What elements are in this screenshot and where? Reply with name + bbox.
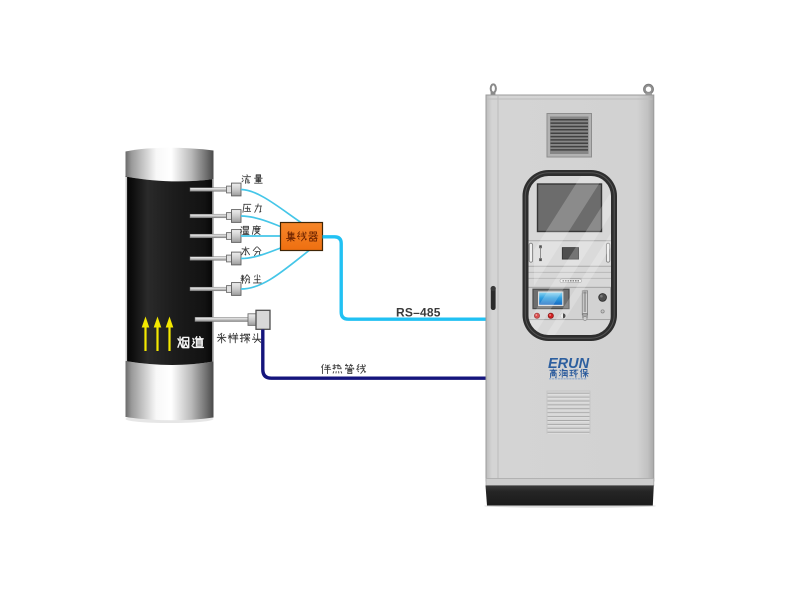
svg-text:ERUN: ERUN — [548, 356, 590, 372]
svg-text:RS–485: RS–485 — [396, 306, 441, 320]
